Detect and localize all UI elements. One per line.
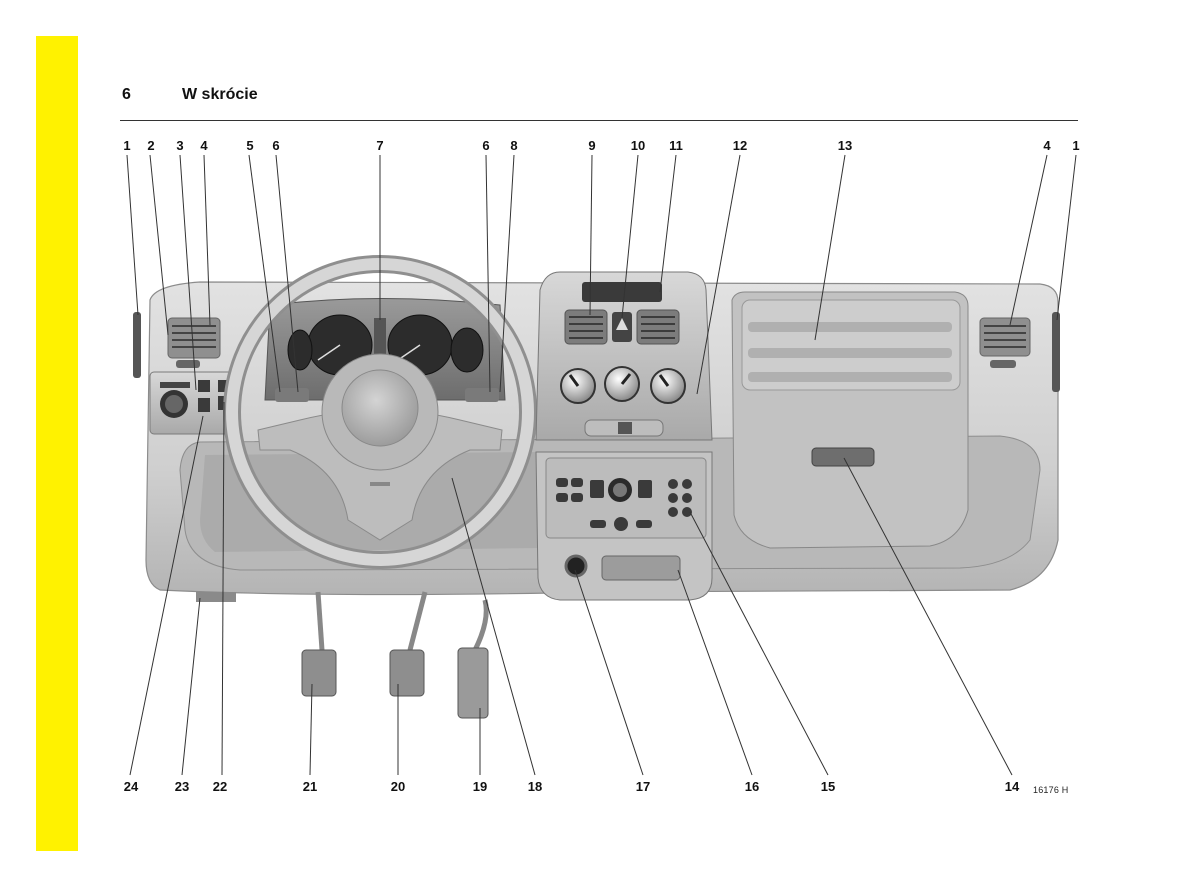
callout-17: 17 (636, 779, 650, 794)
callout-7: 7 (376, 138, 383, 153)
callout-15: 15 (821, 779, 835, 794)
section-color-tab (36, 36, 78, 851)
callout-14: 14 (1005, 779, 1020, 794)
callout-6-right: 6 (482, 138, 489, 153)
light-switch-panel (149, 371, 241, 435)
instrument-cluster (264, 298, 506, 402)
centre-vent-right (636, 309, 680, 345)
centre-display (582, 282, 662, 302)
callout-19: 19 (473, 779, 487, 794)
pedals (196, 591, 489, 719)
callout-1-left: 1 (123, 138, 130, 153)
callout-16: 16 (745, 779, 759, 794)
callout-6-left: 6 (272, 138, 279, 153)
callout-1-right: 1 (1072, 138, 1079, 153)
callout-4-right: 4 (1043, 138, 1051, 153)
page-number: 6 (122, 86, 131, 103)
side-vent-left (133, 312, 141, 378)
callout-21: 21 (303, 779, 317, 794)
callout-8: 8 (510, 138, 517, 153)
callouts-top: 1 2 3 4 5 6 7 6 8 9 10 11 12 13 4 1 (123, 138, 1079, 153)
climate-knobs (560, 366, 686, 404)
glove-box (731, 291, 969, 549)
callout-24: 24 (124, 779, 139, 794)
callout-10: 10 (631, 138, 645, 153)
callout-4-left: 4 (200, 138, 208, 153)
callout-23: 23 (175, 779, 189, 794)
callout-12: 12 (733, 138, 747, 153)
callout-2: 2 (147, 138, 154, 153)
callout-5: 5 (246, 138, 253, 153)
leader-lines (126, 154, 1077, 776)
air-vent-left (167, 317, 221, 368)
storage-compartment (601, 555, 681, 581)
callout-3: 3 (176, 138, 183, 153)
callout-13: 13 (838, 138, 852, 153)
callouts-bottom: 24 23 22 21 20 19 18 17 16 15 14 (124, 779, 1020, 794)
section-title: W skrócie (182, 86, 258, 103)
header-rule (120, 120, 1078, 121)
air-vent-right (979, 317, 1031, 368)
figure-code: 16176 H (1033, 785, 1069, 795)
callout-18: 18 (528, 779, 542, 794)
centre-console (535, 271, 713, 441)
callout-22: 22 (213, 779, 227, 794)
side-vent-right (1052, 312, 1060, 392)
centre-vent-left (564, 309, 608, 345)
cigarette-lighter (564, 554, 588, 578)
callout-11: 11 (669, 138, 683, 153)
callout-9: 9 (588, 138, 595, 153)
callout-20: 20 (391, 779, 405, 794)
